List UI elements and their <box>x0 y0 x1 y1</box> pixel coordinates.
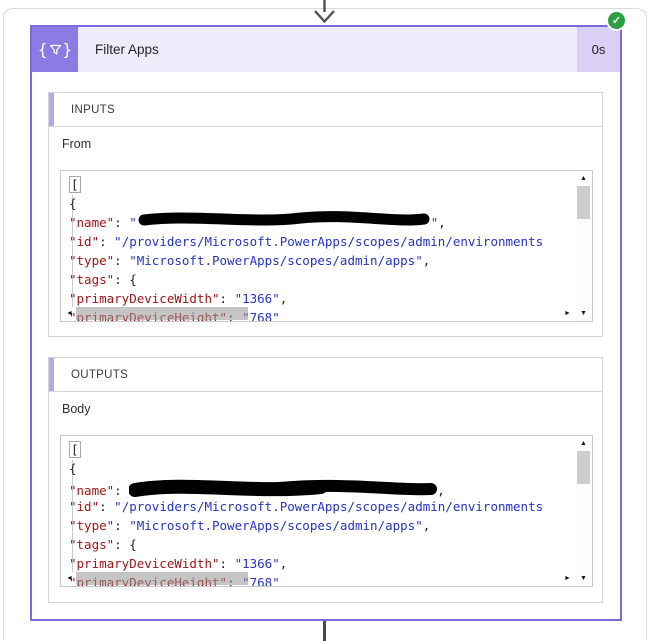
code-line: "tags": { <box>69 537 137 552</box>
action-card-title-area: Filter Apps <box>78 27 577 72</box>
code-line: "tags": { <box>69 272 137 287</box>
vertical-scroll-thumb[interactable] <box>577 186 590 219</box>
scroll-down-arrow-icon[interactable]: ▼ <box>580 575 587 582</box>
scroll-up-arrow-icon[interactable]: ▲ <box>580 440 587 447</box>
action-card-header[interactable]: {} Filter Apps 0s <box>32 27 620 72</box>
code-line: "name": "", <box>69 211 575 232</box>
code-line: "id": "/providers/Microsoft.PowerApps/sc… <box>69 234 544 249</box>
outputs-section: OUTPUTS Body [ { "name": , "id": "/provi… <box>48 357 603 603</box>
scroll-up-arrow-icon[interactable]: ▲ <box>580 175 587 182</box>
action-title: Filter Apps <box>95 42 159 57</box>
code-line: { <box>69 461 77 476</box>
code-line: "id": "/providers/Microsoft.PowerApps/sc… <box>69 499 544 514</box>
redaction-scribble <box>137 211 431 232</box>
horizontal-scroll-thumb[interactable] <box>76 307 248 320</box>
code-line: "primaryDeviceWidth": "1366", <box>69 556 288 571</box>
code-line: [ <box>69 176 81 193</box>
inputs-section-label: INPUTS <box>71 103 115 116</box>
code-line: { <box>69 196 77 211</box>
inputs-code-viewer[interactable]: [ { "name": "", "id": "/providers/Micros… <box>60 170 593 322</box>
inputs-field-label: From <box>62 137 92 151</box>
outputs-field-label: Body <box>62 402 91 416</box>
horizontal-scroll-thumb[interactable] <box>76 572 248 585</box>
vertical-scroll-thumb[interactable] <box>577 451 590 484</box>
indent-guide-line <box>72 460 73 572</box>
inputs-section: INPUTS From [ { "name": "", "id": "/prov… <box>48 92 603 337</box>
code-line: [ <box>69 441 81 458</box>
section-accent-bar <box>49 358 54 391</box>
scroll-down-arrow-icon[interactable]: ▼ <box>580 310 587 317</box>
inputs-section-header: INPUTS <box>49 93 602 127</box>
duration-text: 0s <box>591 42 606 57</box>
outgoing-connector-line <box>323 621 326 641</box>
incoming-connector-arrow-icon <box>314 0 335 24</box>
section-accent-bar <box>49 93 54 126</box>
horizontal-scrollbar[interactable]: ◄ ► <box>61 571 575 586</box>
outputs-code-viewer[interactable]: [ { "name": , "id": "/providers/Microsof… <box>60 435 593 587</box>
scroll-right-arrow-icon[interactable]: ► <box>564 575 571 582</box>
code-line: "type": "Microsoft.PowerApps/scopes/admi… <box>69 253 431 268</box>
vertical-scrollbar[interactable]: ▲ ▼ <box>575 171 592 321</box>
code-line: "name": , <box>69 478 575 498</box>
status-success-check-icon: ✓ <box>606 10 627 31</box>
horizontal-scrollbar[interactable]: ◄ ► <box>61 306 575 321</box>
filter-array-icon: {} <box>32 27 78 72</box>
code-line: "primaryDeviceWidth": "1366", <box>69 291 288 306</box>
inputs-json-content: [ { "name": "", "id": "/providers/Micros… <box>61 171 575 321</box>
scroll-right-arrow-icon[interactable]: ► <box>564 310 571 317</box>
code-line: "type": "Microsoft.PowerApps/scopes/admi… <box>69 518 431 533</box>
scroll-left-arrow-icon[interactable]: ◄ <box>66 575 73 582</box>
scroll-left-arrow-icon[interactable]: ◄ <box>66 310 73 317</box>
vertical-scrollbar[interactable]: ▲ ▼ <box>575 436 592 586</box>
indent-guide-line <box>72 195 73 307</box>
outputs-json-content: [ { "name": , "id": "/providers/Microsof… <box>61 436 575 586</box>
outputs-section-header: OUTPUTS <box>49 358 602 392</box>
outputs-section-label: OUTPUTS <box>71 368 129 381</box>
redaction-scribble <box>128 476 438 503</box>
action-duration-badge: 0s <box>577 27 620 72</box>
